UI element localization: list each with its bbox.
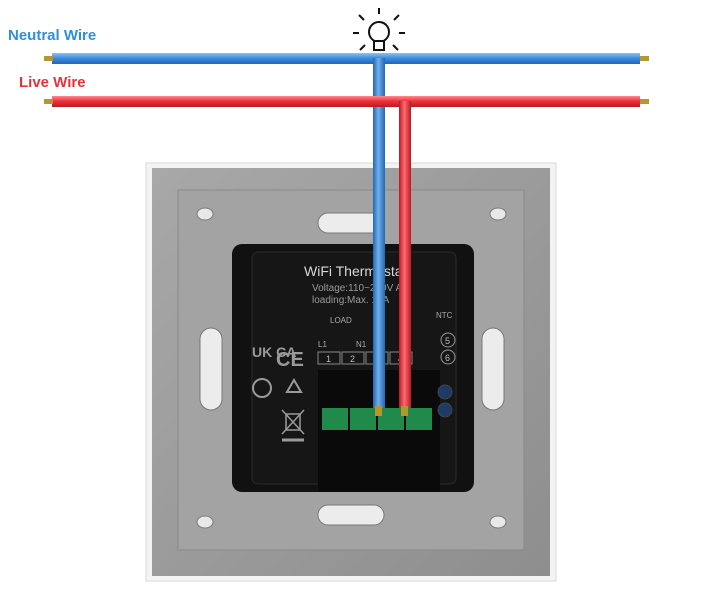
terminal-l1-label: L1 xyxy=(318,340,327,349)
device-title: WiFi Thermostat xyxy=(304,263,407,279)
terminal-number: 2 xyxy=(350,354,355,364)
live-wire xyxy=(44,96,649,416)
ntc-number: 6 xyxy=(445,353,450,363)
ce-mark-icon: CE xyxy=(276,349,304,371)
neutral-wire-label: Neutral Wire xyxy=(8,27,97,44)
terminal-number: 1 xyxy=(326,354,331,364)
load-label: LOAD xyxy=(330,316,352,325)
ukca-mark-icon: UK CA xyxy=(252,344,296,360)
ntc-label: NTC xyxy=(436,311,453,320)
neutral-wire xyxy=(44,53,649,416)
thermostat-body xyxy=(232,244,474,492)
terminal-n1-label: N1 xyxy=(356,340,367,349)
device-loading: loading:Max. 16A xyxy=(312,295,390,306)
light-bulb-icon xyxy=(353,8,405,51)
device-voltage: Voltage:110~240V AC xyxy=(312,283,409,294)
live-wire-label: Live Wire xyxy=(19,74,86,91)
weee-bin-icon xyxy=(281,409,305,442)
info-mark-icon xyxy=(252,378,272,398)
ntc-number: 5 xyxy=(445,336,450,346)
recycle-icon xyxy=(285,378,303,393)
